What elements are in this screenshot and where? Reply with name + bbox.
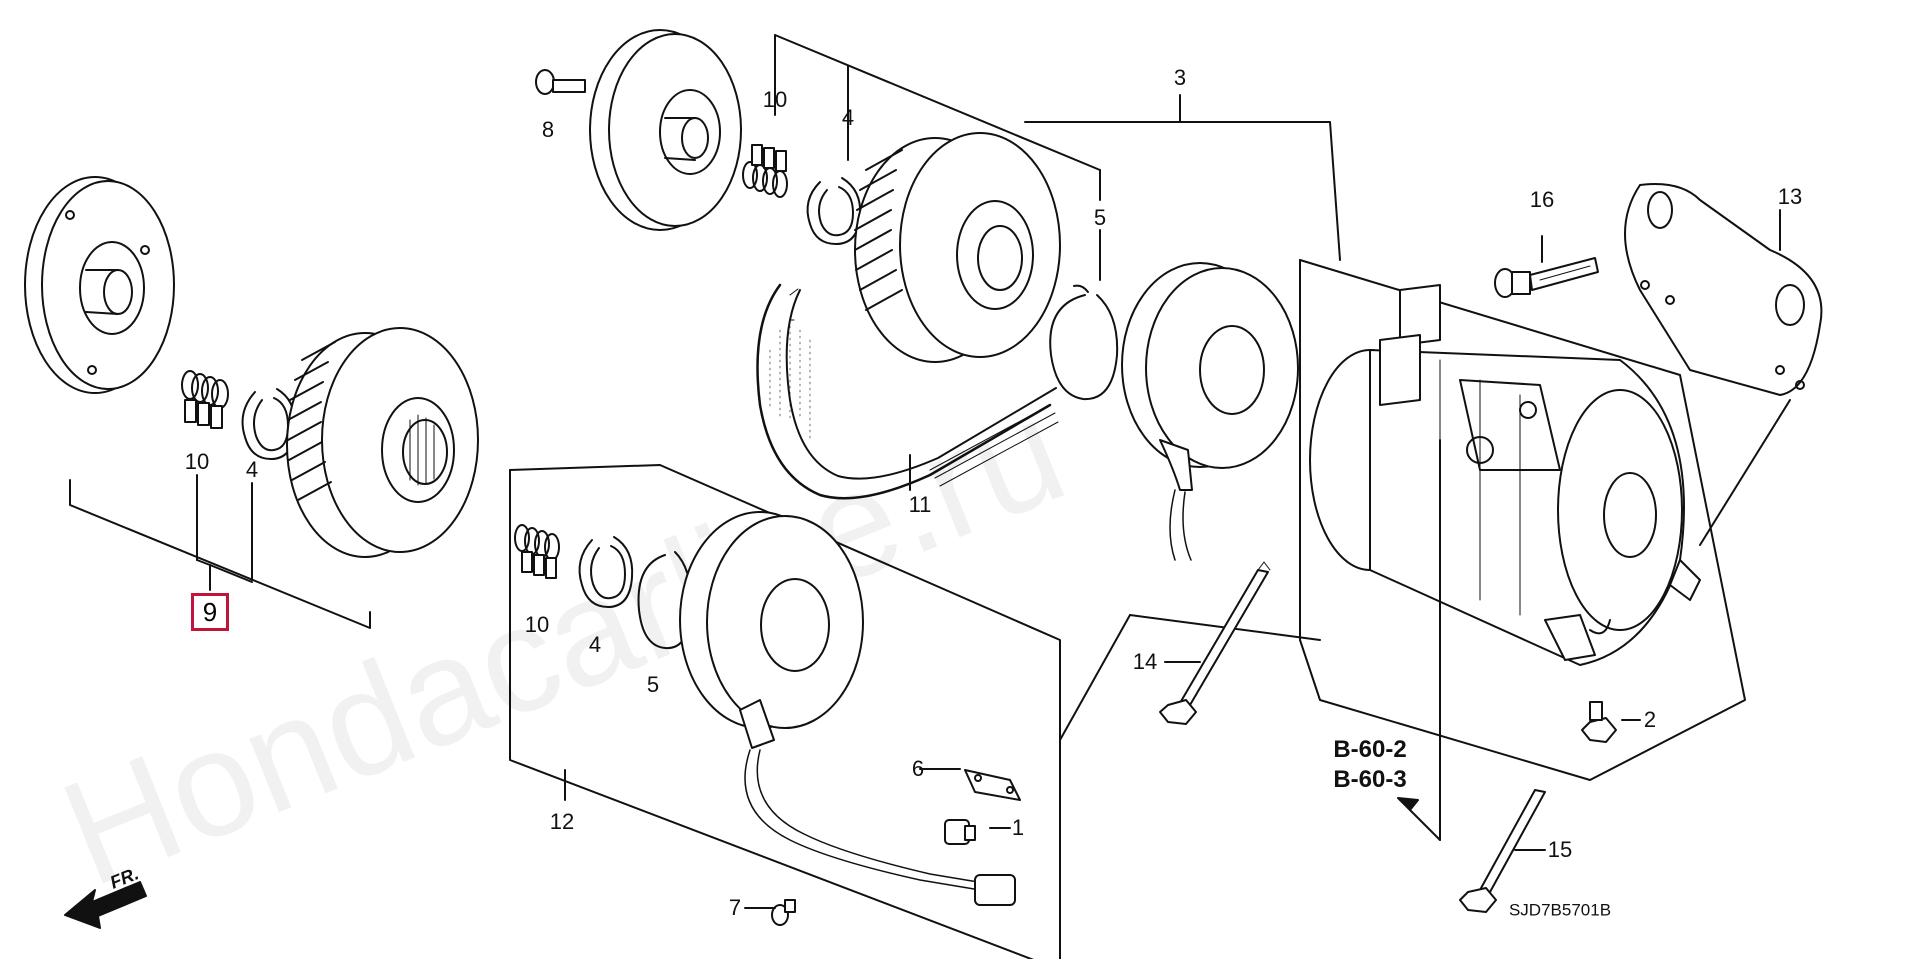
top-snap-ring bbox=[806, 177, 862, 245]
bottom-snap-ring bbox=[578, 536, 634, 608]
callout-6[interactable]: 6 bbox=[911, 756, 925, 781]
mount-bracket-13 bbox=[1624, 183, 1823, 546]
bottom-shims bbox=[514, 524, 560, 579]
diagram-code: SJD7B5701B bbox=[1508, 900, 1612, 920]
callout-11[interactable]: 11 bbox=[908, 492, 932, 517]
left-pressure-plate bbox=[24, 176, 175, 394]
callout-7[interactable]: 7 bbox=[728, 895, 742, 920]
callout-1[interactable]: 1 bbox=[1011, 815, 1025, 840]
callout-5-bottom[interactable]: 5 bbox=[646, 672, 660, 697]
bracket-6 bbox=[964, 769, 1021, 801]
callout-8[interactable]: 8 bbox=[541, 117, 555, 142]
callout-4-left[interactable]: 4 bbox=[245, 457, 259, 482]
compressor-body bbox=[1309, 284, 1701, 666]
bolt-16 bbox=[1494, 235, 1599, 298]
top-shims bbox=[742, 144, 788, 198]
bottom-field-coil bbox=[679, 511, 1016, 906]
callout-10-top[interactable]: 10 bbox=[762, 87, 788, 112]
drive-belt bbox=[756, 283, 1059, 500]
callout-13[interactable]: 13 bbox=[1777, 184, 1803, 209]
ref-b-60-2[interactable]: B-60-2 bbox=[1333, 736, 1407, 763]
front-arrow-icon bbox=[64, 881, 147, 929]
bottom-box bbox=[509, 464, 1061, 959]
callout-16[interactable]: 16 bbox=[1529, 187, 1555, 212]
callout-4-bottom[interactable]: 4 bbox=[588, 632, 602, 657]
ref-b-60-3[interactable]: B-60-3 bbox=[1333, 766, 1407, 793]
callout-4-top[interactable]: 4 bbox=[841, 105, 855, 130]
callout-9-highlighted[interactable]: 9 bbox=[191, 593, 229, 631]
leader-lines-9 bbox=[69, 474, 371, 629]
bolt-15 bbox=[1459, 789, 1546, 913]
leader-lines-top bbox=[774, 34, 1101, 491]
left-pulley bbox=[286, 327, 479, 558]
top-pressure-plate bbox=[589, 29, 742, 231]
top-bolt-8 bbox=[535, 69, 586, 95]
compressor-box bbox=[1024, 94, 1746, 781]
callout-15[interactable]: 15 bbox=[1547, 837, 1573, 862]
ref-arrow bbox=[1397, 439, 1441, 841]
top-pulley bbox=[854, 132, 1061, 363]
callout-10-bottom[interactable]: 10 bbox=[524, 612, 550, 637]
left-shims bbox=[181, 370, 229, 429]
clip-1 bbox=[944, 819, 976, 845]
bolt-14 bbox=[1159, 561, 1271, 725]
callout-2[interactable]: 2 bbox=[1643, 707, 1657, 732]
nut-2 bbox=[1581, 701, 1641, 743]
top-field-coil bbox=[1121, 262, 1299, 561]
callout-14[interactable]: 14 bbox=[1132, 649, 1158, 674]
callout-12[interactable]: 12 bbox=[549, 809, 575, 834]
callout-3[interactable]: 3 bbox=[1173, 65, 1187, 90]
callout-10-left[interactable]: 10 bbox=[184, 449, 210, 474]
callout-5-top[interactable]: 5 bbox=[1093, 205, 1107, 230]
top-circlip bbox=[1049, 284, 1119, 401]
screw-7 bbox=[771, 899, 796, 926]
